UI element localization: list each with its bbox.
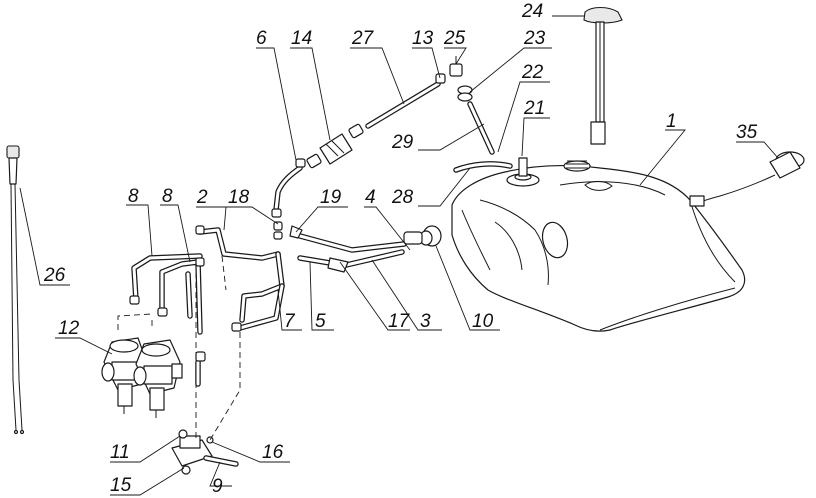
callout-15: 15 (110, 475, 132, 496)
tank-fitting (506, 157, 540, 187)
callout-22: 22 (521, 62, 544, 83)
fuel-tap (403, 225, 442, 247)
callout-28: 28 (391, 187, 414, 208)
callout-1: 1 (666, 111, 677, 132)
callout-14: 14 (291, 28, 312, 49)
fuel-pump-body (171, 429, 239, 475)
fuel-lines (131, 81, 513, 387)
callout-8-right: 8 (162, 186, 173, 207)
callout-12: 12 (58, 318, 80, 339)
fuel-sensor (689, 151, 805, 207)
vent-valve (449, 56, 473, 102)
leader-lines (19, 15, 779, 496)
callout-7: 7 (284, 311, 296, 332)
rod-assembly (6, 145, 25, 435)
callout-13: 13 (412, 28, 434, 49)
callout-29: 29 (391, 132, 414, 153)
fuel-level-sender (583, 6, 623, 145)
callout-10: 10 (472, 311, 494, 332)
callout-9: 9 (212, 476, 223, 497)
hose-fittings (129, 73, 446, 362)
callout-18: 18 (228, 187, 250, 208)
callout-11: 11 (110, 442, 130, 463)
callout-16: 16 (262, 442, 284, 463)
assembly-lines (117, 255, 241, 441)
callout-17: 17 (388, 311, 411, 332)
callout-27: 27 (351, 28, 375, 49)
callout-6: 6 (256, 28, 267, 49)
callout-8-left: 8 (128, 186, 139, 207)
callout-4: 4 (365, 187, 376, 208)
pump-flange (563, 160, 591, 172)
callout-5: 5 (315, 311, 326, 332)
carburettors (101, 337, 183, 418)
callout-35: 35 (736, 122, 758, 143)
callout-3: 3 (420, 311, 431, 332)
callout-19: 19 (320, 187, 342, 208)
callout-labels: 1 2 3 4 5 6 7 8 8 9 10 11 12 13 14 15 16… (43, 1, 758, 497)
callout-25: 25 (443, 28, 466, 49)
callout-24: 24 (521, 1, 543, 22)
callout-23: 23 (523, 28, 546, 49)
callout-26: 26 (43, 265, 66, 286)
fuel-tank (451, 164, 746, 332)
callout-21: 21 (523, 98, 545, 119)
callout-2: 2 (196, 187, 208, 208)
fuel-filter (306, 123, 364, 169)
